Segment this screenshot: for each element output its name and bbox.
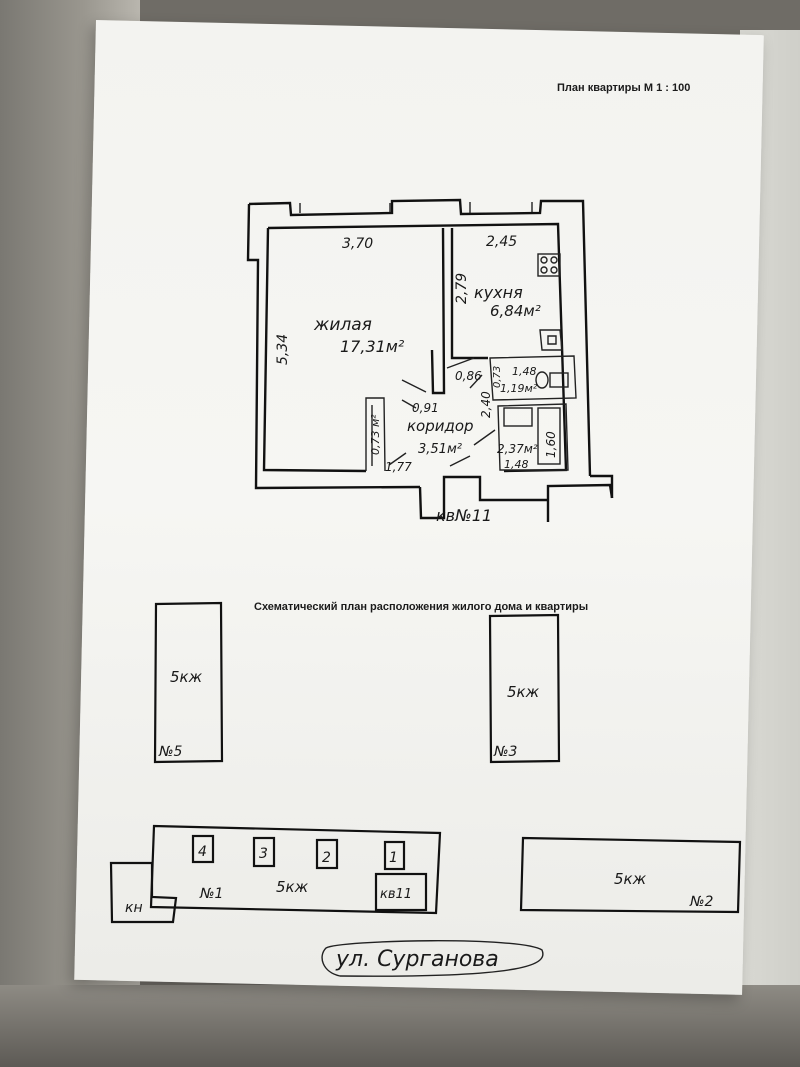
partition-living-kitchen — [430, 227, 446, 395]
stove-burner — [550, 266, 558, 274]
boiler-house — [109, 861, 178, 924]
dim-073: 0,73 — [492, 366, 503, 388]
stove-burner — [540, 256, 548, 264]
building-2-type: 5кж — [614, 870, 647, 888]
stove — [537, 253, 561, 277]
entrance-2 — [315, 838, 339, 870]
door-swings — [388, 357, 496, 467]
entrance-3 — [252, 836, 276, 868]
entrance-1-label: 1 — [389, 850, 398, 866]
dim-kitchen-height: 2,79 — [454, 273, 470, 304]
entrance-4 — [191, 834, 215, 864]
outer-wall-right-corner — [590, 474, 614, 498]
sink-bath — [503, 407, 533, 427]
building-1-type: 5кж — [276, 878, 309, 896]
room-name-corridor: коридор — [407, 417, 474, 435]
bath-walls — [497, 403, 569, 471]
outer-wall-left — [246, 203, 421, 490]
room-area-living: 17,31м² — [340, 337, 405, 356]
dim-240: 2,40 — [479, 391, 493, 418]
building-1-number: №1 — [199, 886, 223, 902]
outer-wall-top — [248, 198, 592, 477]
building-2 — [519, 836, 742, 914]
toilet — [535, 371, 549, 389]
dim-living-width: 3,70 — [342, 236, 373, 252]
street-outline — [321, 940, 544, 977]
room-name-kitchen: кухня — [474, 283, 523, 302]
stove-burner — [550, 256, 558, 264]
entrance-2-label: 2 — [322, 850, 331, 866]
toilet-tank — [549, 372, 569, 388]
bathtub — [537, 407, 561, 465]
apartment-marker-label: кв11 — [380, 887, 412, 902]
dim-160: 1,60 — [544, 431, 558, 458]
entrance-1 — [383, 840, 406, 871]
bath-area: 2,37м² — [497, 442, 538, 456]
room-name-living: жилая — [313, 315, 372, 335]
site-plan-title: Схематический план расположения жилого д… — [254, 601, 588, 613]
street-name: ул. Сурганова — [335, 947, 499, 972]
kitchen-sink — [539, 329, 563, 351]
room-area-corridor: 3,51м² — [418, 442, 462, 457]
dim-148-top: 1,48 — [512, 365, 537, 378]
dim-086: 0,86 — [455, 369, 482, 383]
building-3 — [488, 613, 561, 764]
floor-plan: 3,70 2,45 5,34 2,79 жилая 17,31м² кухня … — [246, 198, 614, 525]
kitchen-wall-left — [450, 228, 488, 360]
wc-area: 1,19м² — [500, 382, 538, 395]
dim-kitchen-width: 2,45 — [486, 234, 517, 250]
building-5-number: №5 — [158, 744, 183, 760]
building-2-number: №2 — [689, 894, 714, 910]
room-area-kitchen: 6,84м² — [490, 302, 541, 320]
closet-walls — [365, 397, 386, 472]
apartment-marker — [374, 872, 428, 912]
wc-walls — [489, 355, 577, 401]
window-recesses — [299, 202, 533, 213]
dim-corridor-length: 1,77 — [385, 460, 412, 474]
building-5 — [153, 601, 224, 764]
dim-148-bottom: 1,48 — [504, 458, 529, 471]
boiler-label: кн — [125, 900, 143, 916]
building-5-type: 5кж — [170, 668, 203, 686]
building-3-number: №3 — [493, 744, 517, 760]
building-3-type: 5кж — [507, 683, 540, 701]
closet-area: 0,73 м² — [369, 414, 382, 455]
plan-title: План квартиры М 1 : 100 — [557, 82, 690, 94]
apartment-label: кв№11 — [436, 506, 492, 525]
site-plan: 5кж №5 5кж №3 кн 4 3 2 1 кв11 №1 5кж 5кж… — [109, 601, 742, 977]
entrance-3-label: 3 — [259, 846, 268, 862]
entrance-4-label: 4 — [198, 844, 207, 860]
dim-living-height: 5,34 — [275, 334, 291, 365]
dim-091: 0,91 — [412, 401, 439, 415]
desk-foreground — [0, 985, 800, 1067]
stove-burner — [540, 266, 548, 274]
living-inner-left — [262, 227, 367, 473]
